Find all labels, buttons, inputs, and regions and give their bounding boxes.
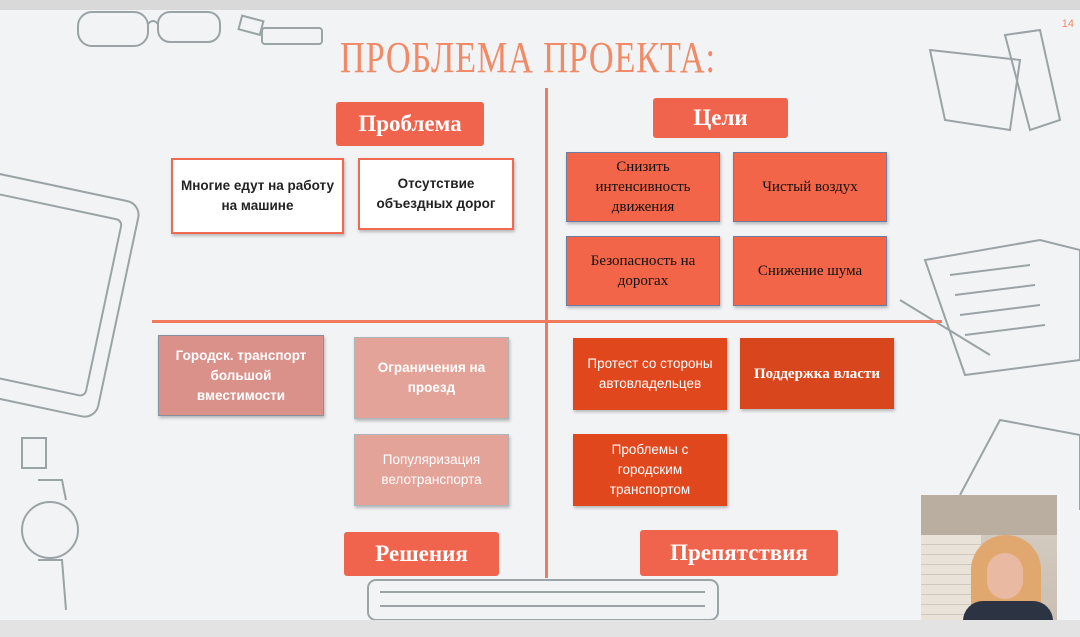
obstacle-item: Протест со стороны автовладельцев xyxy=(573,338,727,410)
webcam-person-face xyxy=(987,553,1023,599)
webcam-person-body xyxy=(963,601,1053,620)
solution-item: Городск. транспорт большой вместимости xyxy=(158,335,324,416)
doodle-background xyxy=(0,11,1080,620)
goal-item: Чистый воздух xyxy=(733,152,887,222)
presentation-slide: Проблема проекта: 14 Проблема Цели Решен… xyxy=(0,10,1080,620)
obstacles-header: Препятствия xyxy=(640,530,838,576)
obstacle-item: Поддержка власти xyxy=(740,338,894,409)
goal-item: Снижение шума xyxy=(733,236,887,306)
slide-title: Проблема проекта: xyxy=(340,33,716,82)
glasses-icon xyxy=(77,11,221,47)
webcam-video-feed xyxy=(921,495,1057,620)
window-top-bar xyxy=(0,0,1080,10)
problem-item: Отсутствие объездных дорог xyxy=(358,158,514,230)
notebook-icon xyxy=(899,238,1080,377)
webcam-background-wall xyxy=(921,495,1057,535)
horizontal-divider xyxy=(152,320,942,323)
solution-item: Ограничения на проезд xyxy=(354,337,509,419)
problem-item: Многие едут на работу на машине xyxy=(171,158,344,234)
obstacle-item: Проблемы с городским транспортом xyxy=(573,434,727,506)
slide-page-number: 14 xyxy=(1061,18,1074,30)
goal-item: Безопасность на дорогах xyxy=(566,236,720,306)
goals-header: Цели xyxy=(653,98,788,138)
window-bottom-bar xyxy=(0,620,1080,637)
solutions-header: Решения xyxy=(344,532,499,576)
wristwatch-icon xyxy=(21,437,79,611)
vertical-divider xyxy=(545,88,548,578)
paper-sheet-icon xyxy=(959,418,1080,510)
problem-header: Проблема xyxy=(336,102,484,146)
tablet-icon xyxy=(0,172,140,418)
solution-item: Популяризация велотранспорта xyxy=(354,434,509,506)
keyboard-icon xyxy=(367,579,719,620)
goal-item: Снизить интенсивность движения xyxy=(566,152,720,222)
usb-stick-icon xyxy=(237,14,323,45)
sticky-note-icon xyxy=(928,28,1062,132)
